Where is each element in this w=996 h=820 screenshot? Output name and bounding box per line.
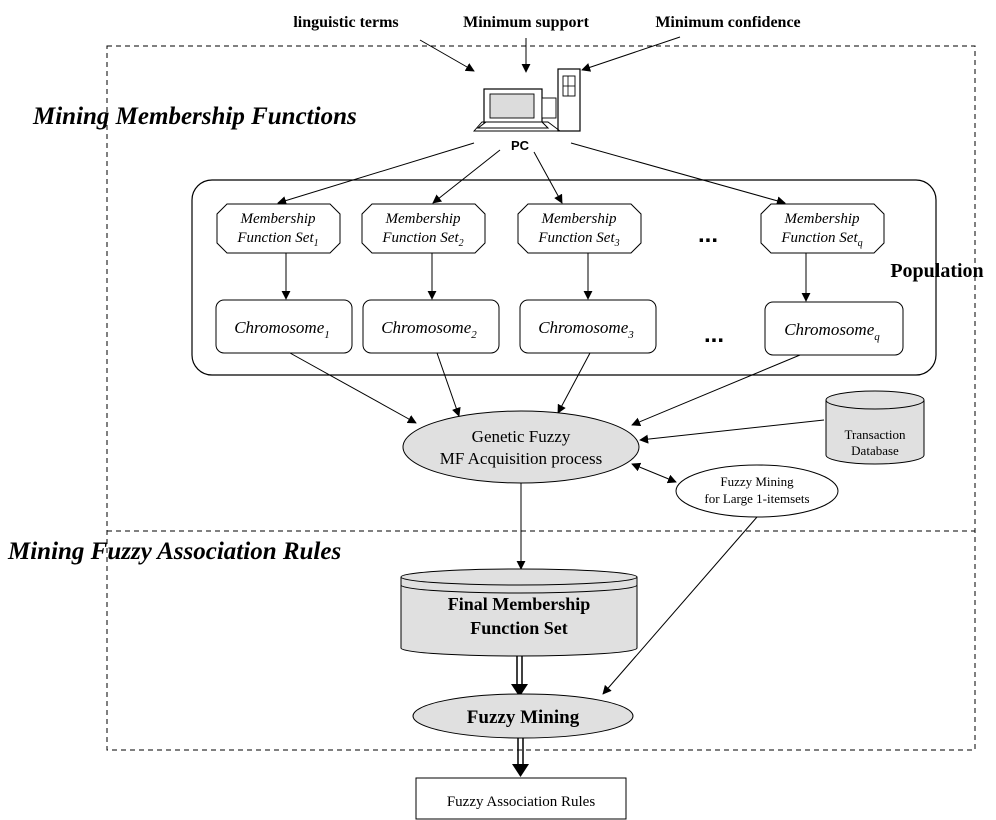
chromosome-1-label: Chromosome [234,318,324,337]
chromosome-3: Chromosome3 [519,299,657,354]
svg-text:Membership: Membership [240,211,316,227]
transaction-database-icon: Transaction Database [825,390,925,465]
section-title-mining-membership-functions: Mining Membership Functions [32,103,357,130]
genetic-process-line2: MF Acquisition process [440,449,602,468]
ellipsis-mf-sets: ... [698,221,718,248]
mf-set-1-line2: Function Set [236,230,314,246]
fuzzy-mining-large-line2: for Large 1-itemsets [704,491,809,506]
arrow-final-mf-to-fuzzy-mining [511,656,528,697]
fuzzy-association-rules-label: Fuzzy Association Rules [447,794,595,810]
mf-set-q-line1: Membership [784,211,860,227]
linguistic-terms-label: linguistic terms [293,14,398,31]
chromosome-q-label: Chromosome [784,320,874,339]
svg-text:Chromosomeq: Chromosomeq [784,320,880,343]
mf-set-2-line2: Function Set [381,230,459,246]
pc-label: PC [511,138,530,153]
population-label: Population [890,260,983,282]
chromosome-1: Chromosome1 [215,299,353,354]
svg-text:Membership: Membership [784,211,860,227]
mf-set-q-subscript: q [858,238,863,249]
final-mf-set-database: Final Membership Function Set [400,568,638,657]
chromosome-2-label: Chromosome [381,318,471,337]
ellipsis-chromosomes: ... [704,321,724,348]
population-container [191,179,937,376]
mf-set-3-subscript: 3 [614,238,620,249]
mf-set-1: Membership Function Set1 [216,203,341,254]
minimum-confidence-label: Minimum confidence [655,14,800,31]
arrow-chromosome-3-to-process [557,352,591,414]
pc-computer-icon [472,68,581,132]
mf-set-3-line2: Function Set [537,230,615,246]
arrow-pc-to-mfset-2 [432,149,501,204]
chromosome-3-label: Chromosome [538,318,628,337]
genetic-process-line1: Genetic Fuzzy [472,427,571,446]
chromosome-2-subscript: 2 [471,329,477,341]
transaction-database-line2: Database [851,443,899,458]
arrow-process-large-itemsets-bidirectional [631,462,677,484]
arrow-large-itemsets-to-fuzzy-mining [602,516,758,695]
svg-text:Function Set2: Function Set2 [381,230,463,249]
final-mf-set-line2: Function Set [470,618,568,638]
fuzzy-mining-label: Fuzzy Mining [467,707,580,728]
mf-set-2-subscript: 2 [459,238,464,249]
arrow-confidence-to-pc [581,36,681,72]
svg-text:Function Set3: Function Set3 [537,230,619,249]
outer-dashed-boundary [106,45,976,751]
chromosome-1-subscript: 1 [324,329,330,341]
chromosome-3-subscript: 3 [627,329,634,341]
section-title-mining-fuzzy-association-rules: Mining Fuzzy Association Rules [7,538,341,565]
svg-text:Membership: Membership [385,211,461,227]
mf-set-q-line2: Function Set [780,230,858,246]
fuzzy-mining-large-itemsets: Fuzzy Mining for Large 1-itemsets [675,464,839,518]
svg-text:Chromosome2: Chromosome2 [381,318,477,341]
svg-text:Membership: Membership [541,211,617,227]
mf-set-3: Membership Function Set3 [517,203,642,254]
arrow-chromosome-1-to-process [289,352,417,424]
mf-set-2-line1: Membership [385,211,461,227]
fuzzy-mining-process: Fuzzy Mining [412,693,634,739]
arrow-linguistic-to-pc [419,39,475,72]
mf-set-3-line1: Membership [541,211,617,227]
arrow-fuzzy-mining-to-rules [512,738,529,777]
chromosome-2: Chromosome2 [362,299,500,354]
arrow-chromosome-q-to-process [631,354,801,427]
svg-text:Function Set1: Function Set1 [236,230,318,249]
fuzzy-mining-large-line1: Fuzzy Mining [720,474,794,489]
mf-set-1-line1: Membership [240,211,316,227]
svg-text:Function Setq: Function Setq [780,230,862,249]
arrow-chromosome-2-to-process [436,352,461,417]
genetic-fuzzy-process: Genetic Fuzzy MF Acquisition process [402,410,640,484]
svg-text:Chromosome3: Chromosome3 [538,318,634,341]
mf-set-q: Membership Function Setq [760,203,885,254]
mf-set-1-subscript: 1 [314,238,319,249]
arrow-pc-to-mfset-1 [277,142,475,205]
arrow-pc-to-mfset-q [570,142,786,206]
fuzzy-association-rules-box: Fuzzy Association Rules [415,777,627,820]
chromosome-q-subscript: q [874,331,880,343]
arrow-database-to-process [639,419,825,444]
minimum-support-label: Minimum support [463,14,589,31]
mf-set-2: Membership Function Set2 [361,203,486,254]
chromosome-q: Chromosomeq [764,301,904,356]
svg-text:Chromosome1: Chromosome1 [234,318,330,341]
final-mf-set-line1: Final Membership [448,594,591,614]
transaction-database-line1: Transaction [845,427,906,442]
arrow-pc-to-mfset-3 [533,151,563,204]
